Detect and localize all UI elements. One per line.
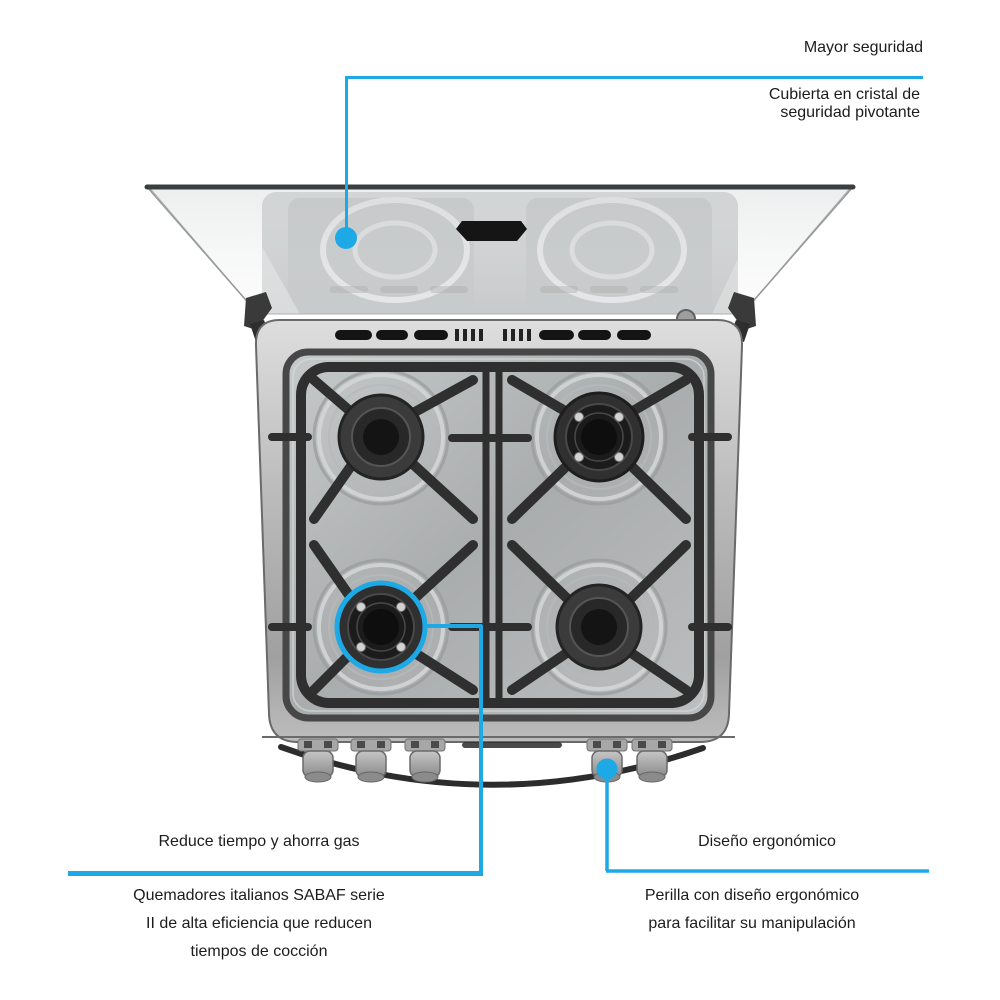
description-line: Perilla con diseño ergonómico	[644, 887, 860, 904]
control-knobs	[262, 736, 735, 788]
callout-title-reduce-tiempo: Reduce tiempo y ahorra gas	[158, 833, 360, 850]
knob	[297, 738, 339, 783]
description-line: seguridad pivotante	[780, 104, 920, 121]
lid-marker-dot	[335, 227, 357, 249]
callout-description-reduce-tiempo: Quemadores italianos SABAF serie II de a…	[22, 882, 496, 966]
stove-body	[254, 319, 744, 788]
callout-description-diseno-ergonomico: Perilla con diseño ergonómico para facil…	[563, 882, 941, 938]
callout-lines	[68, 76, 929, 876]
description-line: II de alta eficiencia que reducen	[146, 915, 372, 932]
callout-title-mayor-seguridad: Mayor seguridad	[803, 39, 923, 56]
knob	[350, 738, 392, 783]
description-line: tiempos de cocción	[190, 943, 328, 960]
description-line: Cubierta en cristal de	[768, 86, 920, 103]
glass-lid	[144, 184, 856, 342]
callout-description-mayor-seguridad: Cubierta en cristal de seguridad pivotan…	[769, 86, 920, 122]
lid-handle	[456, 221, 527, 241]
burner-bottom-left	[335, 581, 427, 673]
reduce-connector-line	[425, 624, 483, 872]
description-line: para facilitar su manipulación	[648, 915, 856, 932]
lid-glass-pane	[146, 185, 854, 315]
vent-slots	[335, 329, 651, 341]
burner-top-right	[553, 391, 645, 483]
burner-top-left	[337, 393, 425, 481]
description-line: Quemadores italianos SABAF serie	[133, 887, 385, 904]
burner-bottom-right	[555, 583, 643, 671]
callout-title-diseno-ergonomico: Diseño ergonómico	[698, 833, 836, 850]
knob	[631, 738, 673, 783]
knob	[404, 738, 446, 783]
